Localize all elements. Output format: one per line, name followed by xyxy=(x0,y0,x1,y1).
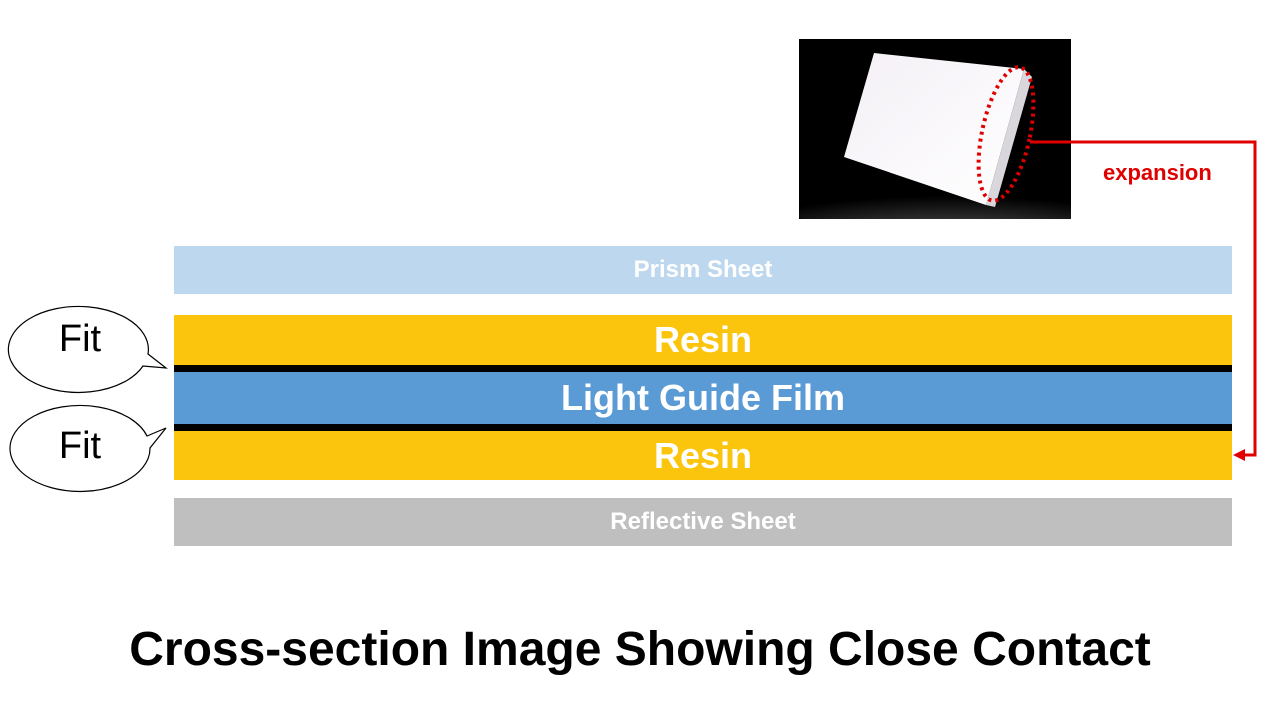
page-title: Cross-section Image Showing Close Contac… xyxy=(129,623,1151,676)
resin-top-label: Resin xyxy=(653,319,753,360)
reflective-sheet-label: Reflective Sheet xyxy=(610,508,796,535)
light-guide-film-label: Light Guide Film xyxy=(561,377,845,418)
panel-photo xyxy=(799,39,1071,219)
expansion-connector xyxy=(1030,140,1257,457)
expansion-label: expansion xyxy=(1103,160,1212,185)
prism-sheet-layer: Prism Sheet xyxy=(174,246,1232,294)
resin-bottom-layer: Resin xyxy=(174,431,1232,480)
fit-callout-top xyxy=(7,305,168,394)
resin-bottom-label: Resin xyxy=(653,434,753,476)
fit-callout-bottom xyxy=(9,404,167,493)
expansion-arrowhead xyxy=(1233,449,1245,461)
reflective-sheet-layer: Reflective Sheet xyxy=(174,498,1232,546)
contact-line-top xyxy=(174,365,1232,372)
resin-top-layer: Resin xyxy=(174,315,1232,365)
fit-callout-bottom-label: Fit xyxy=(58,425,102,467)
contact-line-bottom xyxy=(174,424,1232,431)
light-guide-film-layer: Light Guide Film xyxy=(174,372,1232,424)
prism-sheet-label: Prism Sheet xyxy=(633,256,773,283)
expansion-highlight xyxy=(976,65,1036,203)
fit-callout-top-label: Fit xyxy=(58,318,102,360)
